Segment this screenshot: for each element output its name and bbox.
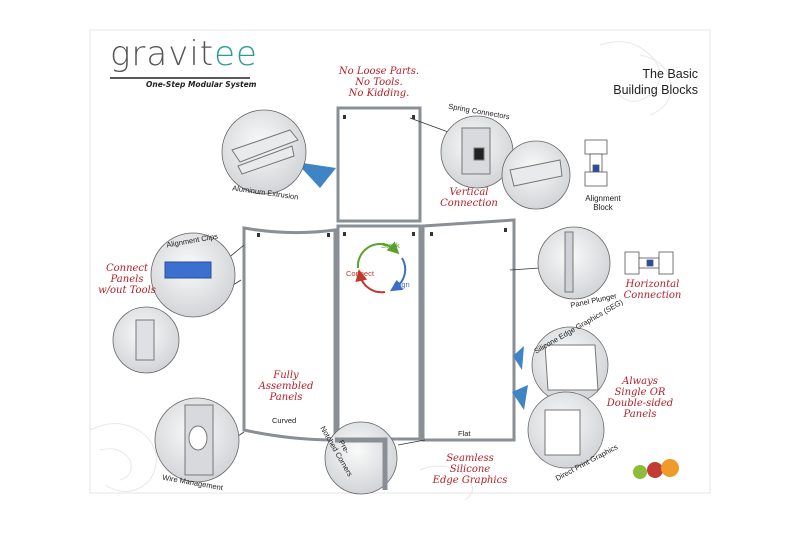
callout-line: Edge Graphics: [432, 475, 508, 486]
connect-arrow: [355, 269, 386, 294]
horizontal-connection-drawing: [624, 251, 674, 275]
curved-panel-frame: [242, 226, 337, 442]
stack-label: Stack: [381, 241, 400, 250]
align-label: Align: [393, 280, 410, 289]
callout-line: Single OR: [614, 387, 666, 398]
no-loose-parts-callout: No Loose Parts. No Tools. No Kidding.: [330, 66, 428, 99]
callout-line: Connect: [105, 263, 149, 274]
fully-assembled-callout: Fully Assembled Panels: [256, 370, 316, 403]
pointer-wedges: [296, 162, 528, 410]
callout-line: Horizontal: [625, 279, 680, 290]
decorative-swirls: [89, 41, 672, 501]
stack-arrow: [356, 241, 400, 269]
horizontal-connection-callout: Horizontal Connection: [615, 279, 690, 301]
callout-line: Fully: [273, 370, 299, 381]
panel-plungers: [257, 115, 507, 237]
flat-label: Flat: [458, 429, 471, 438]
bubble-details: [135, 127, 599, 490]
callout-line: Connection: [440, 198, 498, 209]
label-line: Block: [593, 203, 613, 212]
callout-line: Silicone: [449, 464, 491, 475]
fruit-decoration: [633, 459, 679, 479]
middle-panel-frame: [336, 224, 422, 441]
callout-line: Panels: [110, 274, 144, 285]
callout-line: Panels: [623, 409, 657, 420]
callout-line: Assembled: [258, 381, 314, 392]
connect-label: Connect: [346, 269, 374, 278]
flat-panel-frame: [421, 218, 516, 442]
seamless-callout: Seamless Silicone Edge Graphics: [425, 453, 515, 486]
alignment-block-label: Alignment Block: [585, 194, 621, 212]
title-line-1: The Basic: [642, 67, 698, 81]
always-single-callout: Always Single OR Double-sided Panels: [600, 376, 680, 420]
callout-line: w/out Tools: [98, 285, 156, 296]
callout-line: No Tools.: [355, 77, 403, 88]
callout-line: Always: [622, 376, 658, 387]
label-line: Alignment: [585, 194, 621, 203]
page-title: The Basic Building Blocks: [570, 66, 698, 98]
vertical-connection-callout: Vertical Connection: [434, 187, 504, 209]
title-line-2: Building Blocks: [613, 83, 698, 97]
brand-tagline: One-Step Modular System: [146, 80, 257, 89]
callout-line: Vertical: [449, 187, 489, 198]
callout-line: Panels: [269, 392, 303, 403]
connect-panels-callout: Connect Panels w/out Tools: [92, 263, 162, 296]
align-arrow: [389, 257, 407, 292]
callout-line: No Kidding.: [348, 88, 410, 99]
panel-plunger-bubble: [537, 226, 611, 300]
alignment-block-drawing: [584, 139, 608, 187]
curved-label: Curved: [272, 416, 297, 425]
callout-line: Connection: [623, 290, 682, 301]
top-panel-frame: [336, 106, 422, 223]
callout-line: Double-sided: [606, 398, 674, 409]
brand-logo: gravitee: [110, 34, 258, 74]
callout-line: No Loose Parts.: [338, 66, 420, 77]
callout-line: Seamless: [446, 453, 494, 464]
